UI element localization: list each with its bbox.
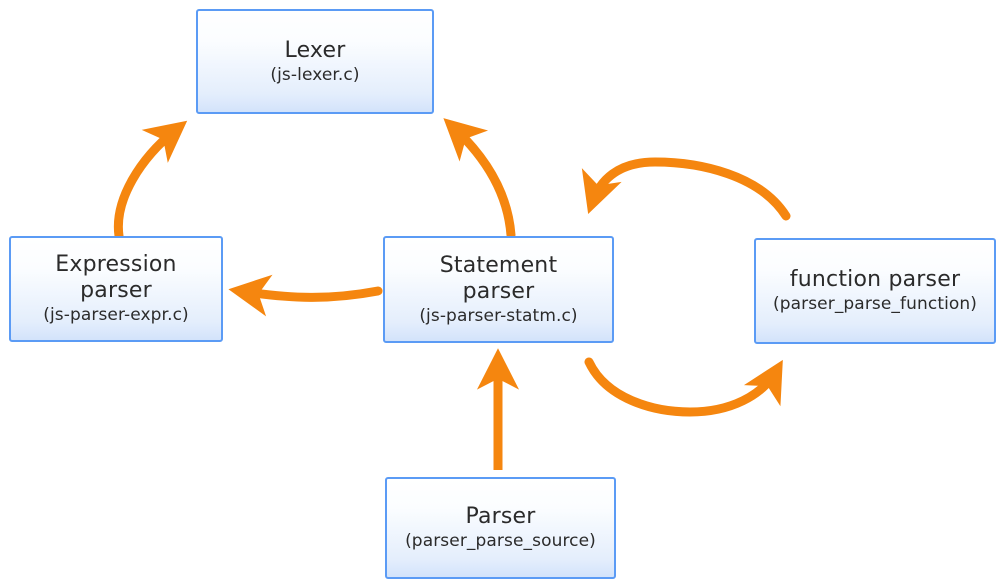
node-statement-parser[interactable]: Statement parser (js-parser-statm.c) — [383, 236, 614, 343]
statement-parser-to-lexer-arrow — [443, 118, 516, 240]
node-expression-parser-subtitle: (js-parser-expr.c) — [43, 305, 189, 326]
node-statement-parser-title: Statement parser — [439, 252, 558, 304]
node-lexer-title: Lexer — [284, 37, 346, 63]
node-function-parser[interactable]: function parser (parser_parse_function) — [754, 238, 996, 344]
node-lexer[interactable]: Lexer (js-lexer.c) — [196, 9, 434, 114]
node-expression-parser-title: Expression parser — [55, 252, 177, 304]
node-parser-title: Parser — [465, 504, 536, 530]
node-function-parser-subtitle: (parser_parse_function) — [772, 294, 978, 315]
node-lexer-subtitle: (js-lexer.c) — [270, 64, 360, 85]
node-parser[interactable]: Parser (parser_parse_source) — [385, 477, 616, 579]
node-expression-parser[interactable]: Expression parser (js-parser-expr.c) — [9, 236, 223, 342]
node-parser-subtitle: (parser_parse_source) — [405, 531, 596, 552]
function-parser-to-statement-parser-arrow — [581, 157, 791, 221]
node-function-parser-title: function parser — [789, 267, 961, 293]
statement-parser-to-expression-parser-arrow — [228, 274, 383, 317]
statement-parser-to-function-parser-arrow — [584, 357, 783, 417]
node-statement-parser-subtitle: (js-parser-statm.c) — [419, 305, 578, 326]
expression-parser-to-lexer-arrow — [113, 120, 188, 241]
